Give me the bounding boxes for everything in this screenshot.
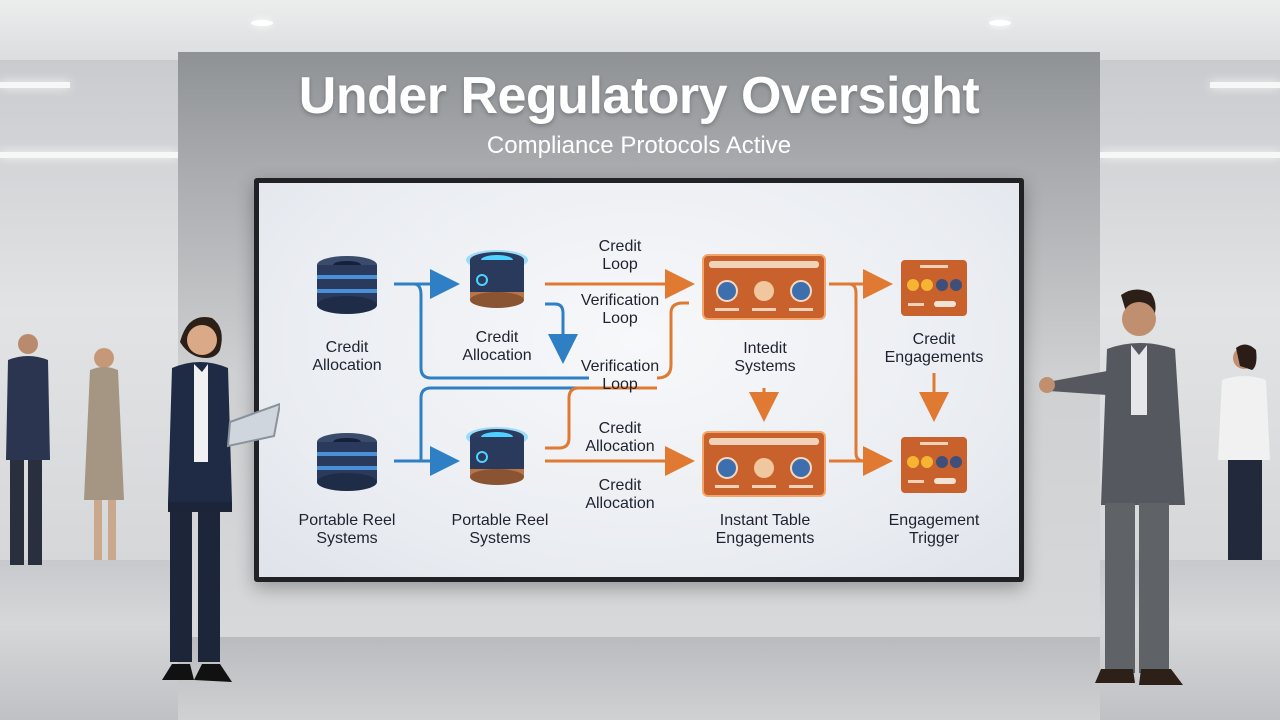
person-presenting	[1039, 289, 1185, 685]
node-label-instant-table-engagements: Instant Table Engagements	[715, 512, 815, 547]
ceiling-light-strip	[1210, 82, 1280, 88]
edge-cross-lower	[419, 386, 589, 461]
edge-alloc-to-verification	[545, 302, 578, 364]
page-title: Under Regulatory Oversight	[298, 67, 980, 125]
background-person-right	[1218, 344, 1270, 560]
reel-device-icon	[466, 250, 528, 308]
node-label-portable-reel-systems: Portable Reel Systems	[451, 512, 549, 547]
edge-label-credit-allocation: Credit Allocation	[585, 477, 655, 512]
ceiling-light-strip	[1100, 152, 1280, 158]
ceiling-light	[251, 20, 273, 26]
node-label-credit-allocation: Credit Allocation	[312, 339, 382, 374]
edge-verification-down	[545, 386, 657, 450]
edge-verification-up	[656, 301, 689, 380]
ceiling-light	[989, 20, 1011, 26]
background-people-left	[6, 334, 124, 565]
display-screen: Credit Allocation Credit Allocation Port…	[254, 178, 1024, 582]
edge-label-credit-allocation: Credit Allocation	[585, 420, 655, 455]
edge-label-verification-loop: Verification Loop	[580, 292, 660, 327]
server-stack-icon	[317, 433, 377, 491]
edge-vertical-link	[848, 282, 865, 463]
dashboard-panel-icon	[702, 254, 826, 320]
flow-connectors	[394, 269, 949, 476]
node-label-credit-engagements: Credit Engagements	[884, 331, 984, 366]
edge-cross-upper	[413, 282, 589, 380]
ceiling-light-strip	[0, 152, 178, 158]
control-panel-icon	[901, 437, 967, 493]
dashboard-panel-icon	[702, 431, 826, 497]
ceiling	[0, 0, 1280, 60]
edge-label-verification-loop: Verification Loop	[580, 358, 660, 393]
node-label-portable-reel-systems: Portable Reel Systems	[298, 512, 396, 547]
node-label-engagement-trigger: Engagement Trigger	[888, 512, 980, 547]
node-label-credit-allocation: Credit Allocation	[462, 329, 532, 364]
flow-diagram: Credit Allocation Credit Allocation Port…	[259, 183, 1019, 577]
edge-label-credit-loop: Credit Loop	[598, 238, 642, 273]
floor-front	[178, 637, 1100, 720]
person-with-tablet	[162, 317, 280, 682]
ceiling-light-strip	[0, 82, 70, 88]
server-stack-icon	[317, 256, 377, 314]
reel-device-icon	[466, 427, 528, 485]
control-panel-icon	[901, 260, 967, 316]
page-subtitle: Compliance Protocols Active	[486, 132, 792, 159]
node-label-intedit-systems: Intedit Systems	[734, 340, 796, 375]
